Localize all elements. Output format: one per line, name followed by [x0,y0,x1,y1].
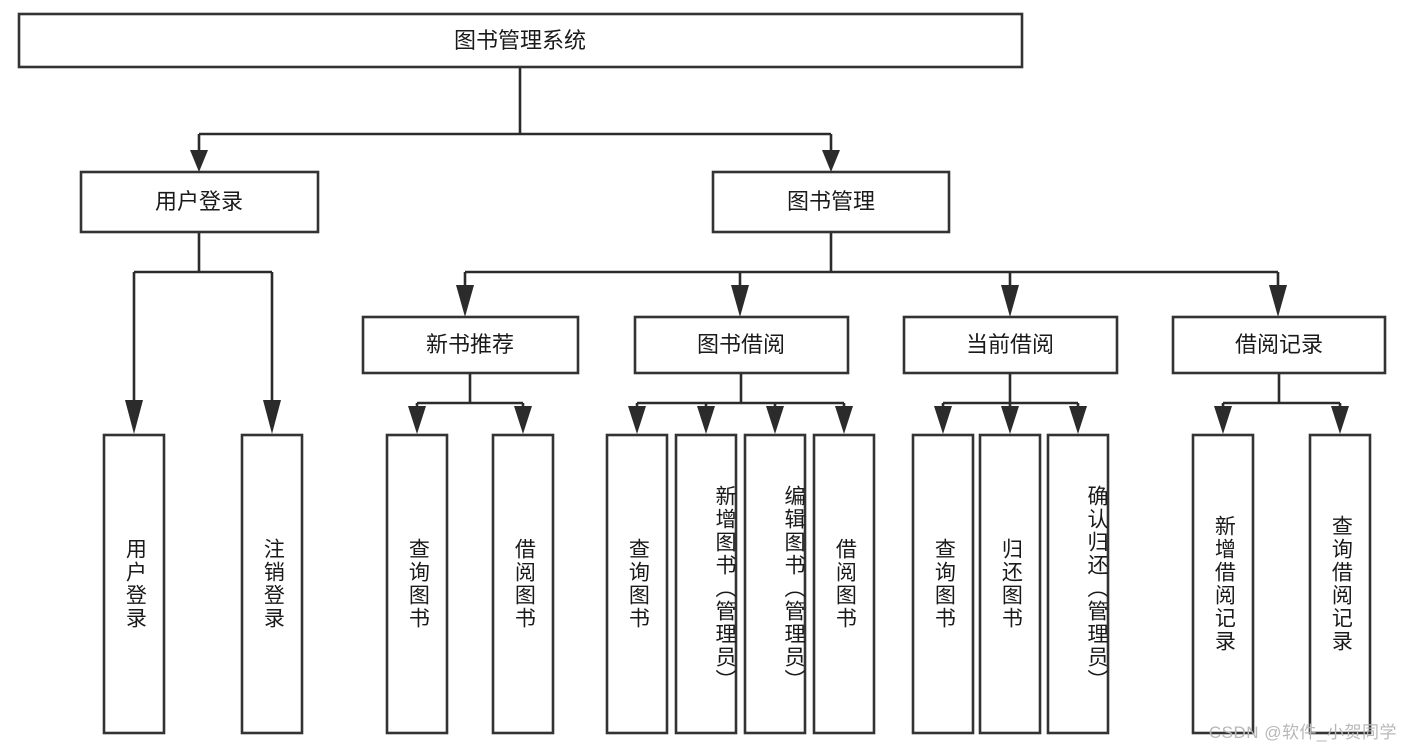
node-box-leaf-edit-book[interactable] [743,433,807,735]
node-box-leaf-query-book-1[interactable] [385,433,449,735]
arrow-head-borrow-record [1269,285,1287,317]
node-box-leaf-query-book-2[interactable] [605,433,669,735]
node-box-leaf-borrow-book-1[interactable] [491,433,555,735]
connector-group-new-book-recommend [408,373,532,434]
node-box-leaf-query-record[interactable] [1308,433,1372,735]
connector-group-book-borrow [628,373,853,434]
node-box-book-manage[interactable] [711,170,951,234]
node-box-leaf-user-login[interactable] [102,433,166,735]
node-box-leaf-return-book[interactable] [978,433,1042,735]
arrow-head-leaf-add-record [1214,406,1232,434]
arrow-head-leaf-user-logout [263,400,281,434]
arrow-head-leaf-add-book [697,406,715,434]
connector-group-user-login [125,232,281,434]
arrow-head-book-borrow [731,285,749,317]
arrow-head-new-book-recommend [456,285,474,317]
node-label-book-borrow: 图书借阅 [697,332,785,357]
arrow-head-leaf-user-login [125,400,143,434]
node-box-leaf-borrow-book-2[interactable] [812,433,876,735]
node-label-book-manage: 图书管理 [787,189,875,214]
connector-group-root [190,67,840,172]
arrow-head-leaf-confirm-return [1069,406,1087,434]
node-box-user-login[interactable] [79,170,320,234]
connector-group-book-manage [456,232,1287,317]
node-label-root: 图书管理系统 [454,28,586,53]
node-box-book-borrow[interactable] [633,315,850,375]
node-box-leaf-add-book[interactable] [674,433,738,735]
arrow-head-book-manage [822,150,840,172]
arrow-head-leaf-return-book [1001,406,1019,434]
arrow-head-leaf-query-record [1331,406,1349,434]
node-box-current-borrow[interactable] [902,315,1119,375]
arrow-head-user-login [190,150,208,172]
node-box-borrow-record[interactable] [1171,315,1387,375]
csdn-watermark: CSDN @软件_小贺同学 [1208,723,1397,742]
arrow-head-leaf-borrow-book-1 [514,406,532,434]
arrow-head-leaf-query-book-1 [408,406,426,434]
arrow-head-leaf-query-book-2 [628,406,646,434]
node-box-new-book-recommend[interactable] [361,315,580,375]
node-label-new-book-recommend: 新书推荐 [426,332,514,357]
node-box-leaf-add-record[interactable] [1191,433,1255,735]
node-label-current-borrow: 当前借阅 [966,332,1054,357]
arrow-head-leaf-query-book-3 [934,406,952,434]
node-box-leaf-confirm-return[interactable] [1046,433,1110,735]
connector-group-borrow-record [1214,373,1349,434]
node-box-leaf-user-logout[interactable] [240,433,304,735]
node-box-root[interactable] [17,12,1024,69]
connector-group-current-borrow [934,373,1087,434]
arrow-head-current-borrow [1001,285,1019,317]
node-label-borrow-record: 借阅记录 [1235,332,1323,357]
node-box-leaf-query-book-3[interactable] [911,433,975,735]
arrow-head-leaf-borrow-book-2 [835,406,853,434]
arrow-head-leaf-edit-book [766,406,784,434]
node-label-user-login: 用户登录 [155,189,243,214]
